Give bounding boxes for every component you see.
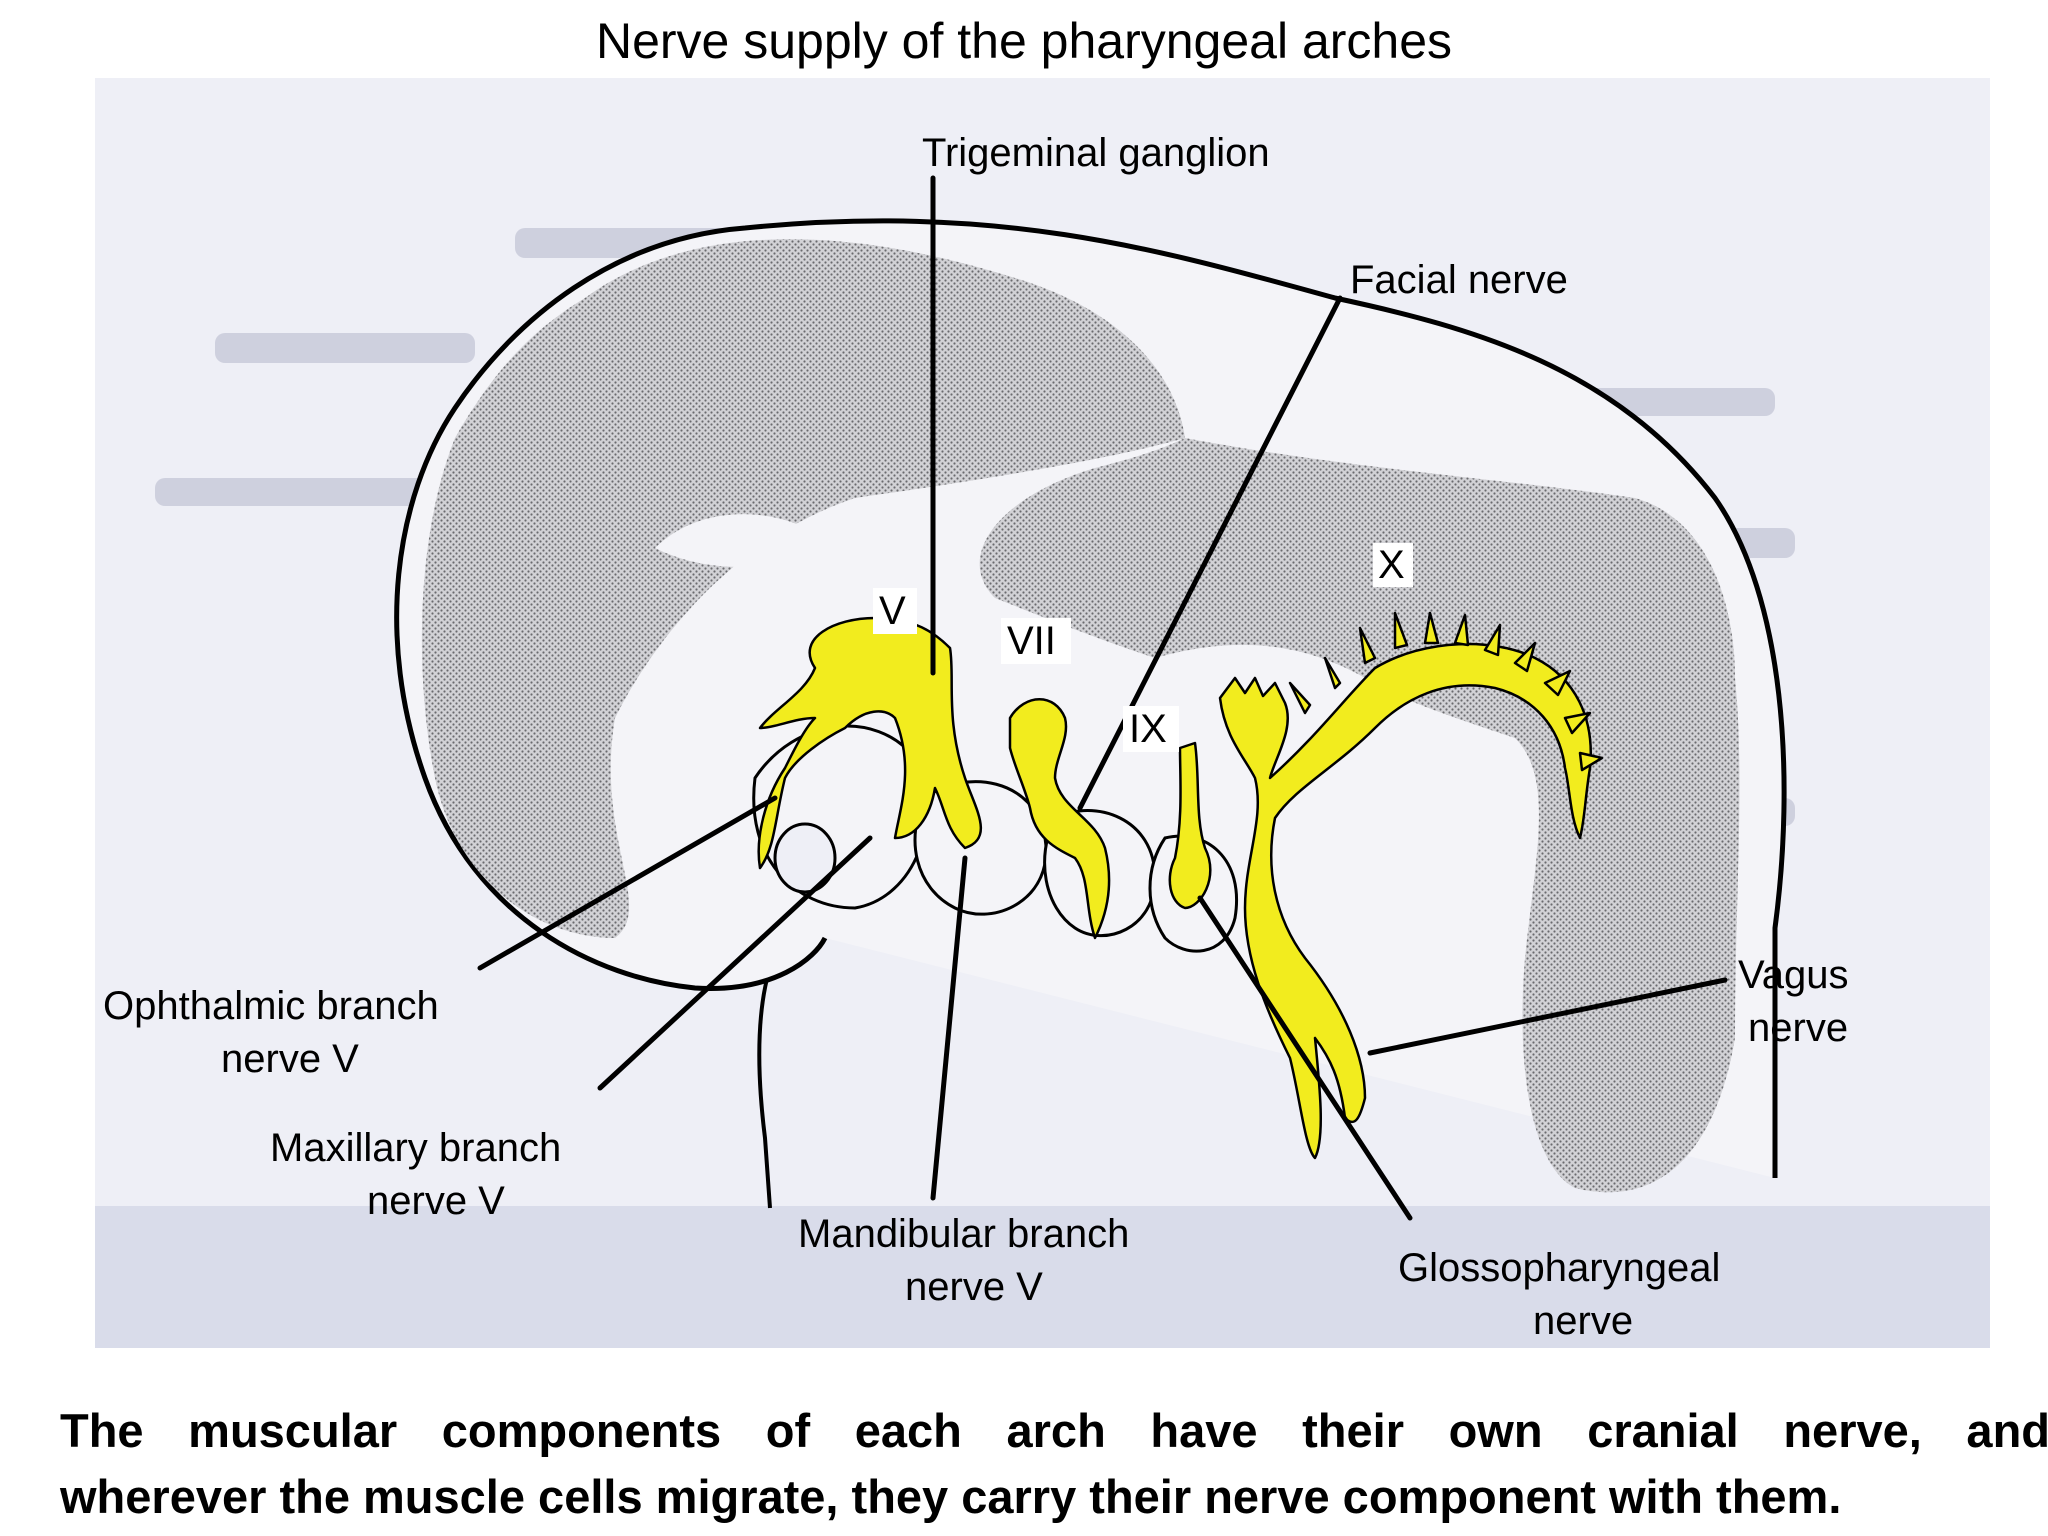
ophthalmic-label-line1: Ophthalmic branch	[103, 984, 439, 1028]
vagus-label-line2: nerve	[1748, 1006, 1848, 1050]
diagram-svg: Trigeminal ganglion Facial nerve Ophthal…	[95, 78, 1990, 1348]
caption-line-1: The muscular components of each arch hav…	[60, 1404, 2048, 1457]
maxillary-label-line2: nerve V	[367, 1179, 505, 1223]
vagus-twigs	[1288, 611, 1604, 772]
trigeminal-ganglion-label: Trigeminal ganglion	[922, 131, 1270, 175]
figure-lower-band	[95, 1206, 1990, 1348]
neck-mesoderm-shading	[1565, 736, 1695, 1180]
caption-line-2: wherever the muscle cells migrate, they …	[60, 1470, 1842, 1523]
vagus-label-line1: Vagus	[1738, 953, 1848, 997]
vagus-leader	[1367, 977, 1728, 1056]
glossopharyngeal-label-line2: nerve	[1533, 1299, 1633, 1343]
ophthalmic-label-line2: nerve V	[221, 1037, 359, 1081]
glossopharyngeal-leader	[1197, 895, 1413, 1221]
diagram-labels: Trigeminal ganglion Facial nerve Ophthal…	[103, 131, 1848, 1343]
page-title: Nerve supply of the pharyngeal arches	[595, 13, 1453, 69]
otic-region	[655, 514, 835, 567]
facial-nerve-label: Facial nerve	[1350, 258, 1568, 302]
mandibular-label-line1: Mandibular branch	[798, 1212, 1129, 1256]
trigeminal-nerve-v	[757, 616, 983, 870]
arch-mesoderm-shading	[979, 438, 1740, 1193]
arch-numerals: V VII IX X	[873, 543, 1413, 752]
nerves	[757, 611, 1604, 1160]
maxillary-label-line1: Maxillary branch	[270, 1126, 561, 1170]
numeral-vii: VII	[1007, 619, 1056, 663]
numeral-v: V	[879, 589, 906, 633]
glossopharyngeal-label-line1: Glossopharyngeal	[1398, 1246, 1720, 1290]
ophthalmic-leader	[477, 795, 778, 971]
numeral-ix: IX	[1129, 707, 1167, 751]
facial-nerve-vii	[1008, 698, 1111, 940]
mandibular-leader	[930, 855, 968, 1201]
glossopharyngeal-nerve-ix	[1168, 741, 1212, 910]
embryo-diagram: Trigeminal ganglion Facial nerve Ophthal…	[95, 78, 1990, 1348]
numeral-x: X	[1378, 543, 1405, 587]
head-mesoderm-shading	[421, 239, 1185, 939]
caption: The muscular components of each arch hav…	[60, 1398, 2048, 1530]
maxillary-leader	[597, 835, 873, 1091]
mandibular-label-line2: nerve V	[905, 1265, 1043, 1309]
